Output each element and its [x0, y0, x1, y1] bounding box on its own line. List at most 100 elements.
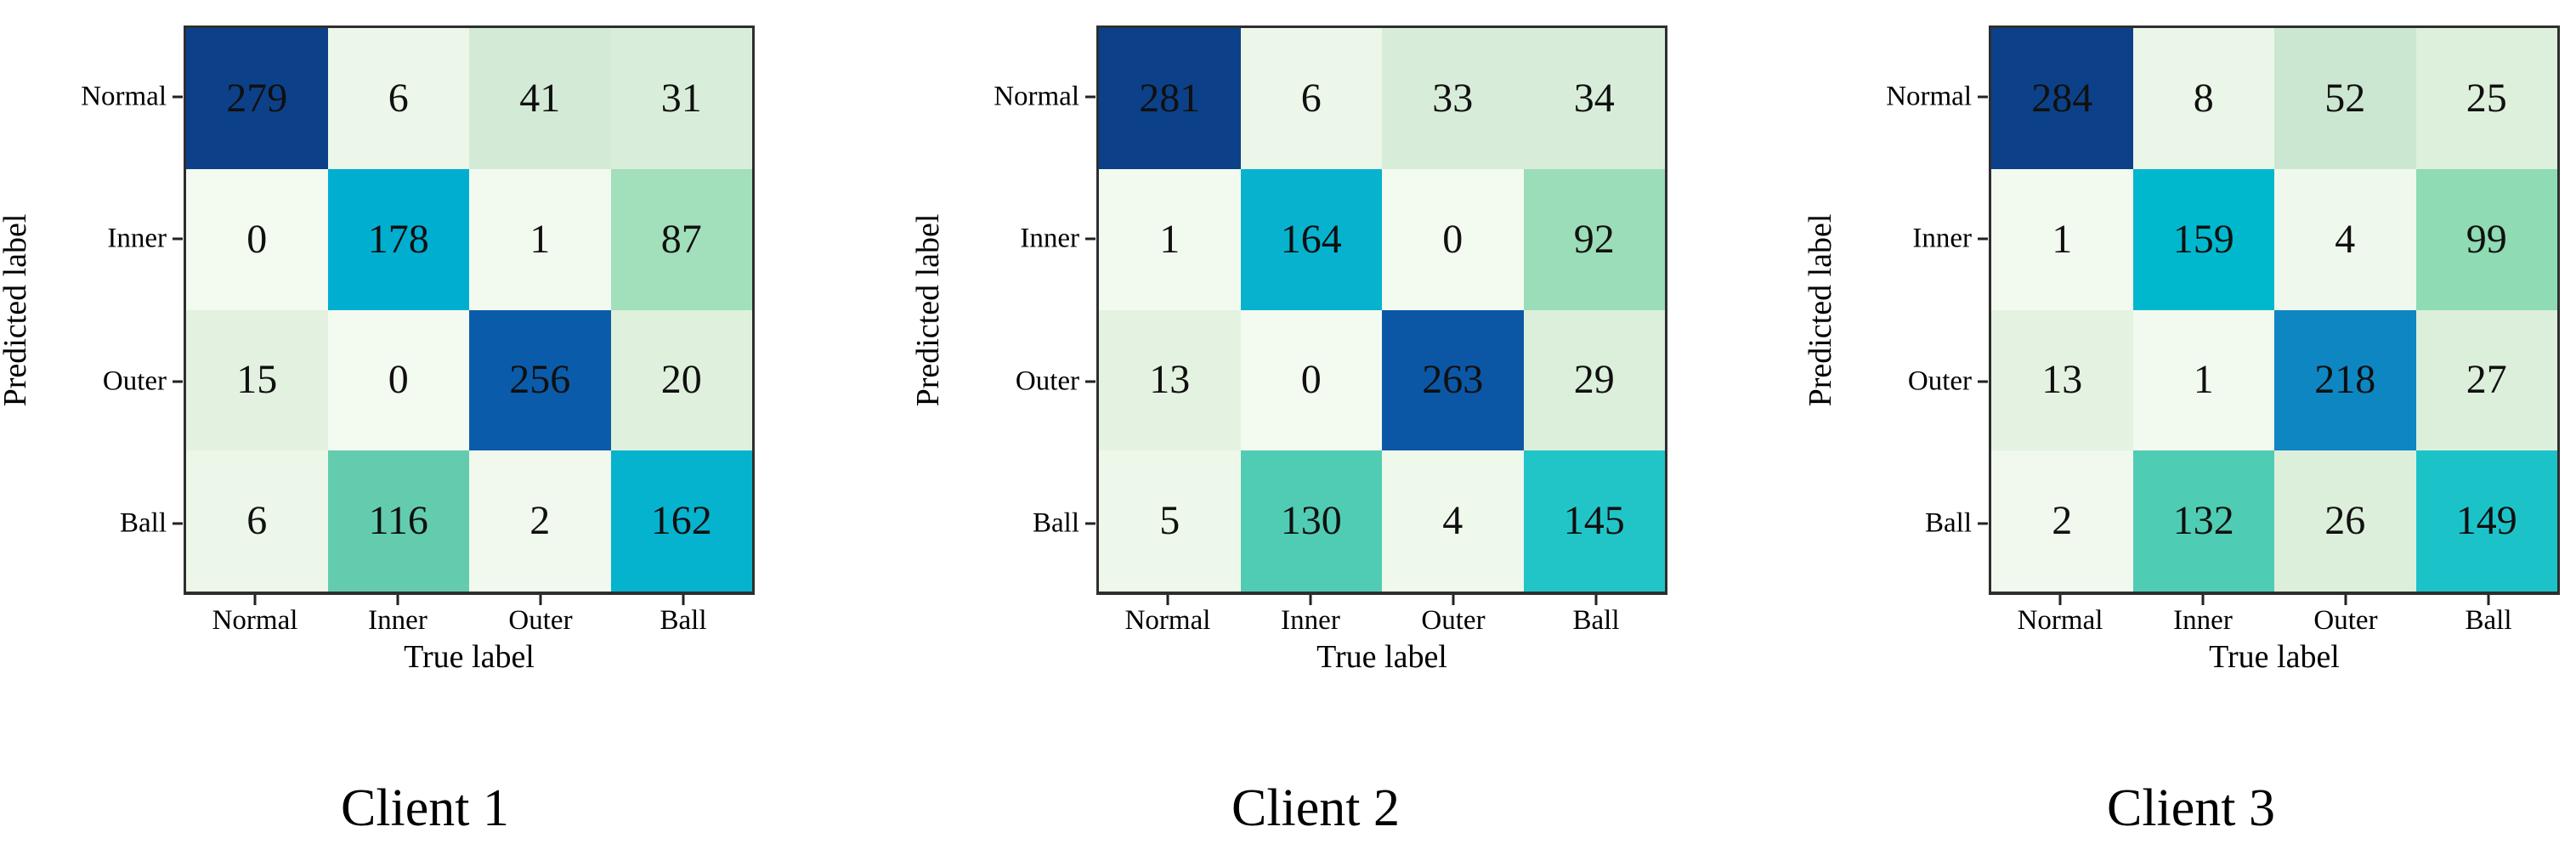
- matrix-cell: 13: [1991, 309, 2133, 451]
- matrix-cell: 99: [2415, 168, 2557, 310]
- y-tick-mark: [1085, 95, 1096, 99]
- matrix-cell: 0: [186, 168, 328, 310]
- y-tick-label: Inner: [107, 223, 167, 254]
- y-tick-label: Normal: [1886, 81, 1972, 112]
- matrix-cell: 52: [2274, 28, 2416, 169]
- matrix-cell: 6: [186, 450, 328, 592]
- y-tick-mark: [1978, 380, 1988, 383]
- y-tick-mark: [1978, 95, 1988, 99]
- matrix-cell: 159: [2132, 168, 2274, 310]
- matrix-cell: 41: [469, 28, 611, 169]
- matrix-cell: 6: [327, 28, 469, 169]
- matrix-cell: 2: [1991, 450, 2133, 592]
- x-tick-mark: [1166, 595, 1169, 605]
- x-tick-label: Outer: [1421, 605, 1486, 636]
- x-tick-label: Ball: [2465, 605, 2512, 636]
- matrix-cell: 31: [610, 28, 752, 169]
- x-tick-mark: [682, 595, 685, 605]
- matrix-cell: 26: [2274, 450, 2416, 592]
- x-axis-label: True label: [404, 639, 535, 675]
- matrix-cell: 87: [610, 168, 752, 310]
- matrix-cell: 33: [1382, 28, 1524, 169]
- matrix-cell: 4: [1382, 450, 1524, 592]
- y-tick-mark: [173, 522, 183, 525]
- matrix-cell: 116: [327, 450, 469, 592]
- y-tick-label: Inner: [1020, 223, 1079, 254]
- x-tick-label: Inner: [368, 605, 427, 636]
- matrix-cell: 92: [1523, 168, 1665, 310]
- x-tick-label: Ball: [660, 605, 707, 636]
- matrix-cell: 27: [2415, 309, 2557, 451]
- matrix-cell: 15: [186, 309, 328, 451]
- panel-title: Client 2: [1231, 779, 1401, 837]
- matrix-cell: 284: [1991, 28, 2133, 169]
- x-tick-mark: [2344, 595, 2347, 605]
- matrix-cell: 281: [1099, 28, 1241, 169]
- x-axis-label: True label: [1316, 639, 1447, 675]
- y-tick-mark: [173, 95, 183, 99]
- y-tick-label: Normal: [994, 81, 1079, 112]
- matrix-cell: 178: [327, 168, 469, 310]
- y-tick-label: Normal: [81, 81, 167, 112]
- y-tick-label: Ball: [120, 507, 167, 539]
- x-tick-mark: [396, 595, 399, 605]
- y-tick-mark: [173, 380, 183, 383]
- matrix-cell: 1: [1991, 168, 2133, 310]
- y-tick-mark: [1978, 237, 1988, 241]
- matrix-cell: 0: [1240, 309, 1382, 451]
- y-tick-label: Outer: [1015, 365, 1079, 397]
- matrix-cell: 5: [1099, 450, 1241, 592]
- x-tick-mark: [2058, 595, 2062, 605]
- y-tick-mark: [1085, 522, 1096, 525]
- matrix-cell: 29: [1523, 309, 1665, 451]
- x-tick-label: Normal: [2017, 605, 2103, 636]
- y-tick-label: Ball: [1033, 507, 1079, 539]
- y-tick-mark: [1085, 237, 1096, 241]
- panel-title: Client 1: [340, 779, 510, 837]
- matrix-cell: 6: [1240, 28, 1382, 169]
- matrix-cell: 8: [2132, 28, 2274, 169]
- y-tick-label: Ball: [1925, 507, 1972, 539]
- matrix-cell: 132: [2132, 450, 2274, 592]
- matrix-cell: 1: [2132, 309, 2274, 451]
- y-tick-mark: [1978, 522, 1988, 525]
- x-tick-label: Normal: [212, 605, 298, 636]
- matrix-cell: 13: [1099, 309, 1241, 451]
- x-axis-label: True label: [2209, 639, 2340, 675]
- x-tick-mark: [1309, 595, 1312, 605]
- x-tick-label: Normal: [1124, 605, 1211, 636]
- x-tick-mark: [1594, 595, 1598, 605]
- x-tick-mark: [1452, 595, 1455, 605]
- x-tick-label: Outer: [508, 605, 573, 636]
- y-tick-mark: [173, 237, 183, 241]
- matrix-cell: 1: [1099, 168, 1241, 310]
- matrix-cell: 0: [327, 309, 469, 451]
- x-tick-label: Inner: [2173, 605, 2233, 636]
- x-tick-mark: [253, 595, 257, 605]
- matrix-cell: 164: [1240, 168, 1382, 310]
- y-tick-label: Inner: [1912, 223, 1972, 254]
- matrix-cell: 1: [469, 168, 611, 310]
- matrix-cell: 145: [1523, 450, 1665, 592]
- matrix-cell: 20: [610, 309, 752, 451]
- y-tick-mark: [1085, 380, 1096, 383]
- x-tick-label: Outer: [2313, 605, 2378, 636]
- y-tick-label: Outer: [1907, 365, 1972, 397]
- y-tick-label: Outer: [102, 365, 167, 397]
- matrix-cell: 149: [2415, 450, 2557, 592]
- matrix-cell: 279: [186, 28, 328, 169]
- matrix-cell: 0: [1382, 168, 1524, 310]
- matrix-cell: 4: [2274, 168, 2416, 310]
- matrix-cell: 34: [1523, 28, 1665, 169]
- matrix-cell: 130: [1240, 450, 1382, 592]
- matrix-cell: 218: [2274, 309, 2416, 451]
- matrix-cell: 25: [2415, 28, 2557, 169]
- x-tick-mark: [2487, 595, 2490, 605]
- x-tick-label: Inner: [1281, 605, 1340, 636]
